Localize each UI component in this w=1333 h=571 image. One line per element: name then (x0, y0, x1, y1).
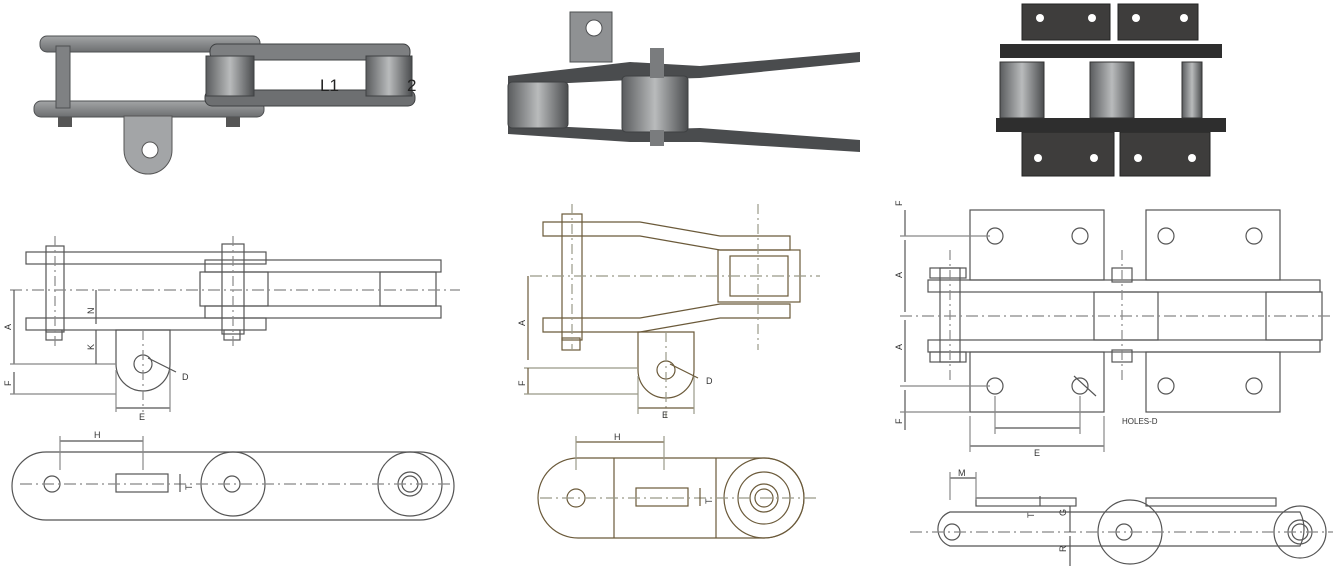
dim-A-2: A (517, 320, 527, 326)
drawing-1-dimension-labels: A N K F D E (3, 308, 189, 423)
dim-A-3b: A (894, 344, 904, 350)
dim-E-3: E (1034, 448, 1040, 458)
dim-E-1: E (139, 412, 145, 422)
dim-M-3: M (958, 468, 966, 478)
dim-K-1: K (86, 344, 96, 350)
dim-H-1: H (94, 430, 101, 440)
photo-label-l1: L1 (320, 76, 339, 95)
drawing-2-top-view (537, 436, 820, 539)
drawing-1-side-view (10, 236, 460, 412)
dim-T-3: T (1026, 512, 1036, 518)
dim-F-2: F (517, 380, 527, 386)
dim-E-2: E (662, 410, 668, 420)
dim-F-3a: F (894, 200, 904, 206)
drawing-2-side-view (524, 204, 820, 418)
drawing-1-top-view (11, 436, 455, 521)
dim-R-3: R (1058, 545, 1068, 552)
photo-chain-3 (996, 3, 1226, 177)
dim-H-2: H (614, 432, 621, 442)
dim-T-2: T (704, 498, 714, 504)
dim-A-1: A (3, 324, 13, 330)
photo-label-2: 2 (407, 76, 417, 95)
dim-G-3: G (1058, 509, 1068, 516)
dim-T-1: T (184, 484, 194, 490)
holes-label: HOLES-D (1122, 417, 1158, 426)
photo-chain-2 (507, 11, 860, 152)
dim-A-3a: A (894, 272, 904, 278)
dim-F-1: F (3, 380, 13, 386)
dim-D-2: D (706, 376, 713, 386)
dim-N-1: N (86, 308, 96, 315)
drawing-3-top-view (910, 472, 1333, 566)
dim-D-1: D (182, 372, 189, 382)
dim-F-3b: F (894, 418, 904, 424)
drawing-3-side-view (900, 209, 1333, 452)
photo-chain-1 (33, 35, 416, 175)
